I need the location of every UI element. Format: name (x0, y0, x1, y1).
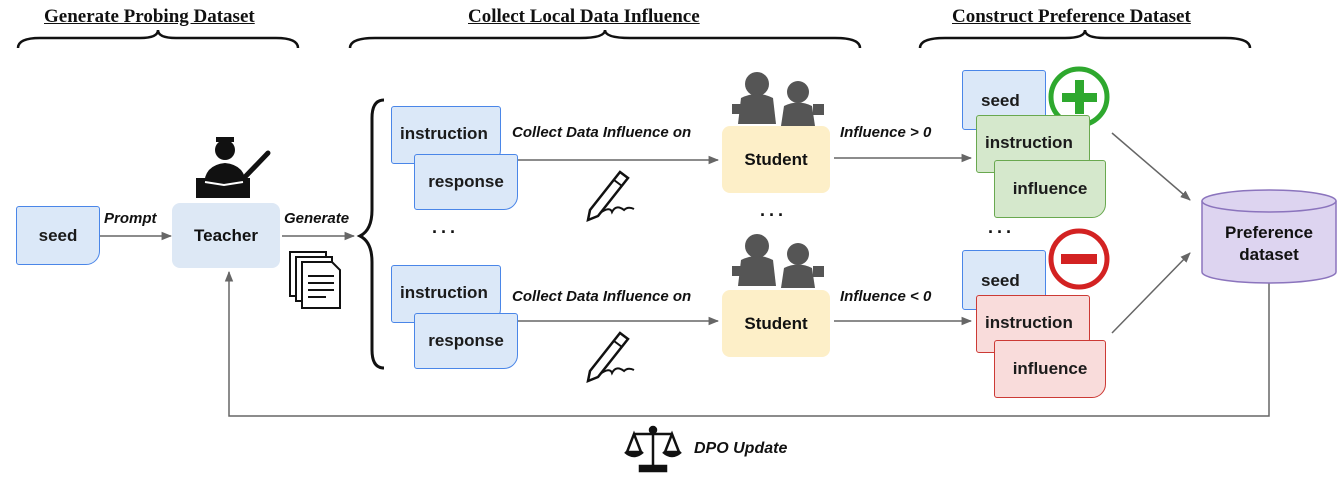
arrow-positive-db (1111, 132, 1191, 201)
preference-dataset-label: Preference dataset (1225, 223, 1313, 264)
response-doc-bottom: response (414, 313, 518, 369)
children-icon (732, 72, 824, 126)
database-icon (1201, 189, 1337, 284)
stage-title-collect: Collect Local Data Influence (468, 6, 700, 27)
influence-negative-label: Influence < 0 (840, 288, 932, 305)
seed-node: seed (16, 206, 100, 265)
generate-label: Generate (284, 210, 350, 227)
student-node-bottom: Student (722, 290, 830, 357)
pencil-icon (586, 170, 635, 223)
influence-positive-label: Influence > 0 (840, 124, 932, 141)
dpo-update-label: DPO Update (694, 440, 788, 457)
student-node-top: Student (722, 126, 830, 193)
scales-icon (624, 425, 682, 473)
stage-title-generate: Generate Probing Dataset (44, 6, 255, 27)
brace-construct (918, 29, 1252, 49)
pencil-icon (586, 331, 635, 384)
teacher-icon (196, 137, 271, 198)
ellipsis-left: ··· (432, 222, 459, 242)
documents-icon (289, 251, 341, 309)
prompt-label: Prompt (104, 210, 157, 227)
arrow-dpo-feedback (224, 270, 1270, 417)
ellipsis-middle: ··· (760, 205, 787, 225)
ellipsis-right: ··· (988, 222, 1015, 242)
brace-generate (16, 29, 300, 49)
collect-label-bottom: Collect Data Influence on (512, 288, 692, 305)
influence-doc-negative: influence (994, 340, 1106, 398)
collect-label-top: Collect Data Influence on (512, 124, 692, 141)
children-icon (732, 234, 824, 288)
response-doc-top: response (414, 154, 518, 210)
brace-collect (348, 29, 862, 49)
brace-vertical (356, 98, 385, 370)
teacher-node: Teacher (172, 203, 280, 268)
influence-doc-positive: influence (994, 160, 1106, 218)
minus-icon (1048, 228, 1110, 290)
arrow-negative-db (1111, 252, 1191, 334)
stage-title-construct: Construct Preference Dataset (952, 6, 1191, 27)
